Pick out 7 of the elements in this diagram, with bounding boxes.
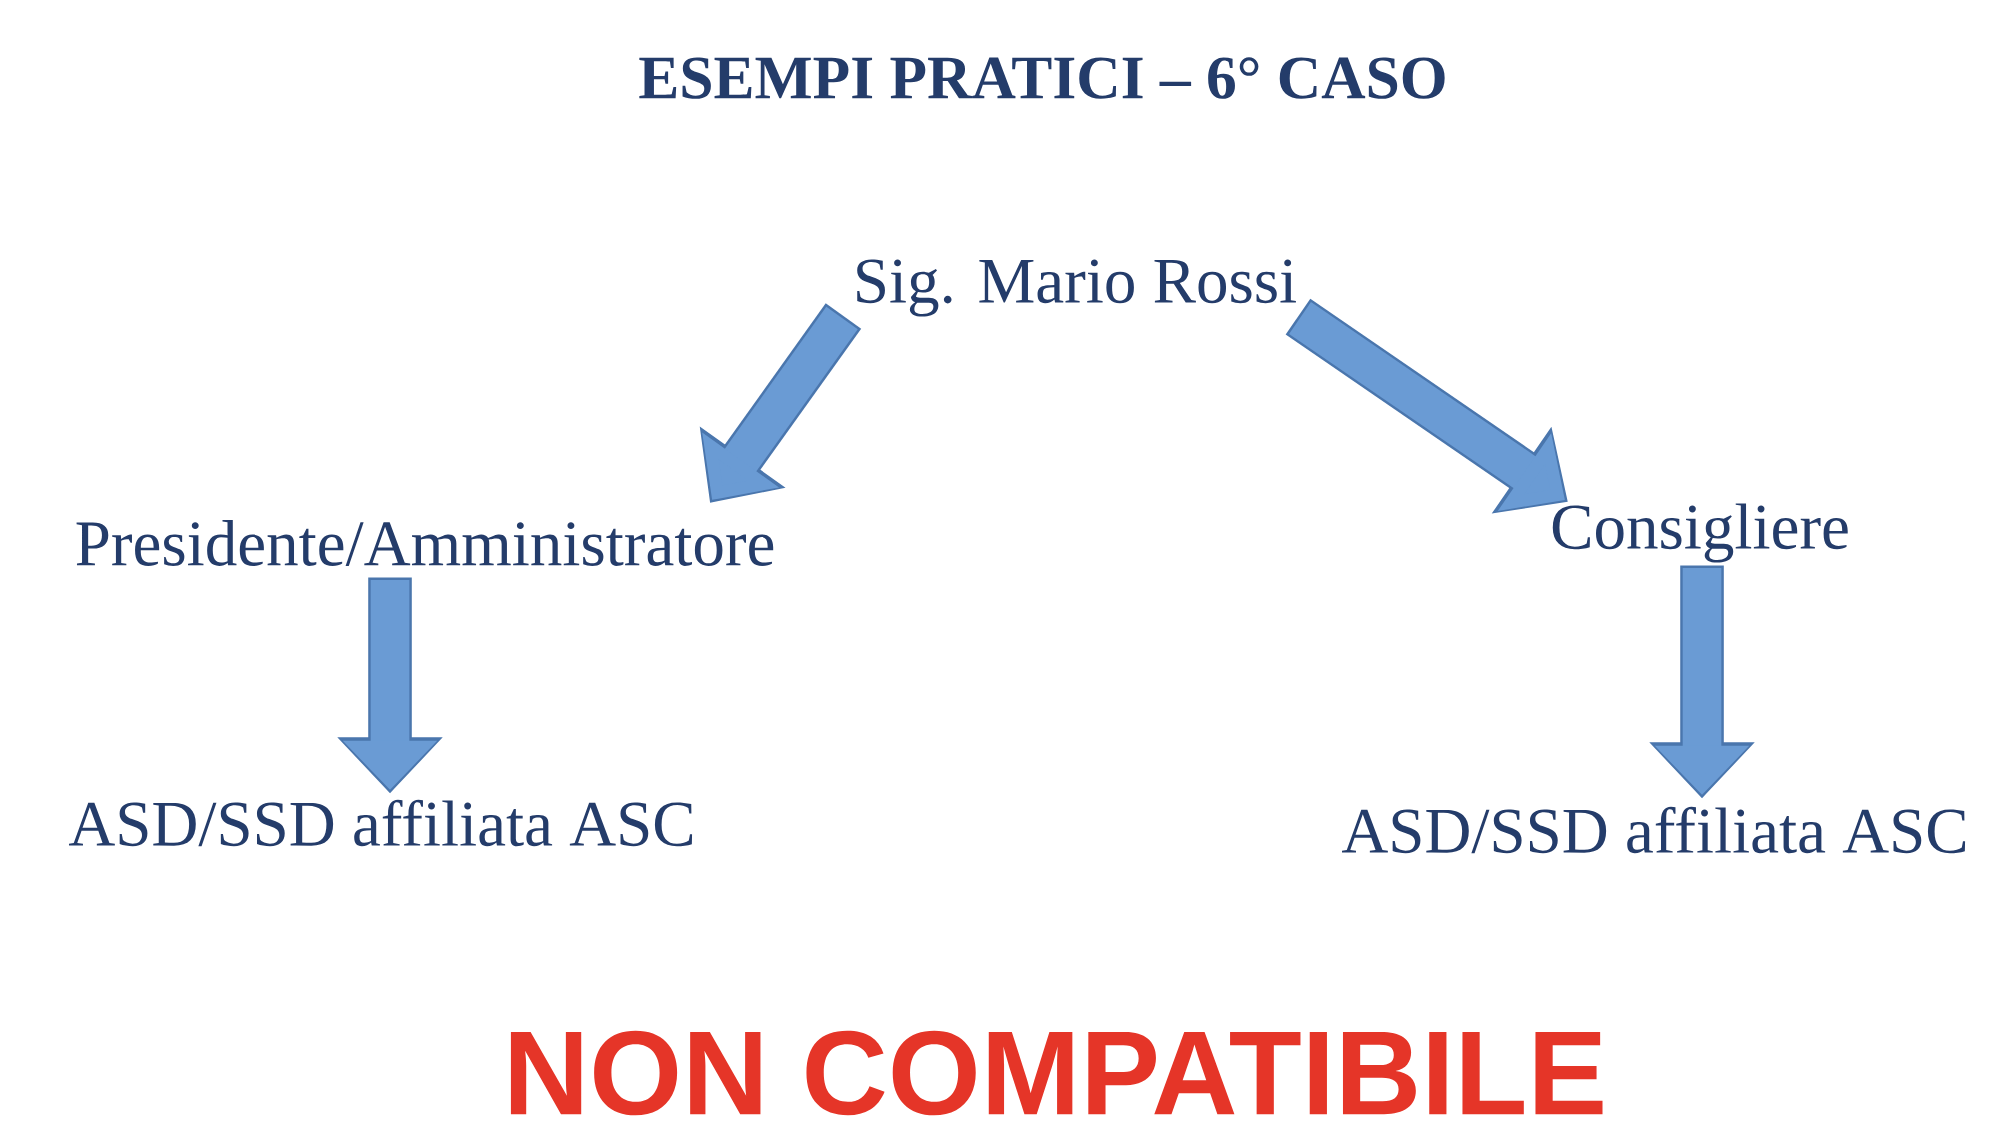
node-label: Sig. Mario Rossi xyxy=(857,259,1296,317)
node-label: ASD/SSD affiliata ASC xyxy=(69,799,693,847)
node-label: Consigliere xyxy=(1552,503,1848,563)
title: ESEMPI PRATICI – 6° CASO xyxy=(639,57,1445,99)
node-label: ASD/SSD affiliata ASC xyxy=(1342,806,1966,854)
verdict-text: NON COMPATIBILE xyxy=(510,1030,1603,1116)
node-label: Presidente/Amministratore xyxy=(76,520,774,566)
